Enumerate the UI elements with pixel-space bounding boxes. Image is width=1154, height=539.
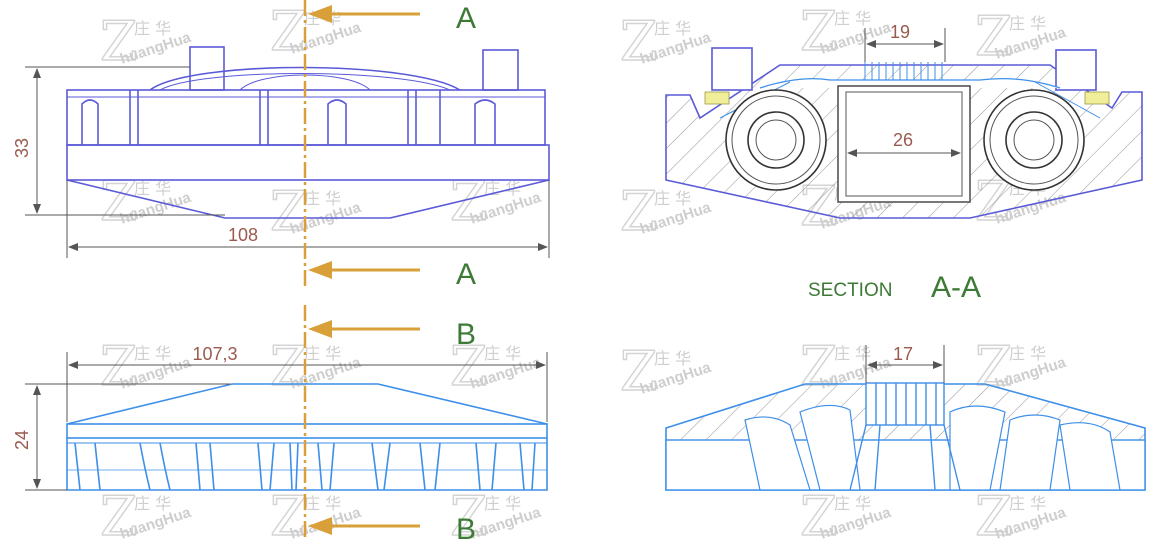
- dimension-rib-17: 17: [893, 344, 913, 364]
- section-a-a-view: [665, 47, 1143, 219]
- dimension-width-107-3: 107,3: [192, 344, 237, 364]
- section-a-a-dimensions: [847, 28, 961, 157]
- section-arrows: [308, 5, 420, 535]
- dimension-height-24: 24: [12, 430, 32, 450]
- section-label-a-bottom: A: [456, 258, 476, 291]
- dimension-slot-19: 19: [890, 22, 910, 42]
- dimension-bore-26: 26: [893, 130, 913, 150]
- front-view: [66, 46, 550, 219]
- section-b-b-dimensions: [865, 345, 945, 383]
- section-caption-word: SECTION: [808, 280, 892, 301]
- front-view-dimensions: [25, 66, 550, 258]
- section-b-b-view: [665, 382, 1146, 491]
- section-label-b-bottom: B: [456, 513, 476, 539]
- section-caption-name: A-A: [931, 271, 981, 304]
- side-view-dimensions: [25, 352, 548, 491]
- section-label-b-top: B: [456, 318, 476, 351]
- section-label-a-top: A: [456, 2, 476, 35]
- dimension-height-33: 33: [12, 138, 32, 158]
- side-view: [66, 383, 548, 491]
- dimension-width-108: 108: [228, 225, 258, 245]
